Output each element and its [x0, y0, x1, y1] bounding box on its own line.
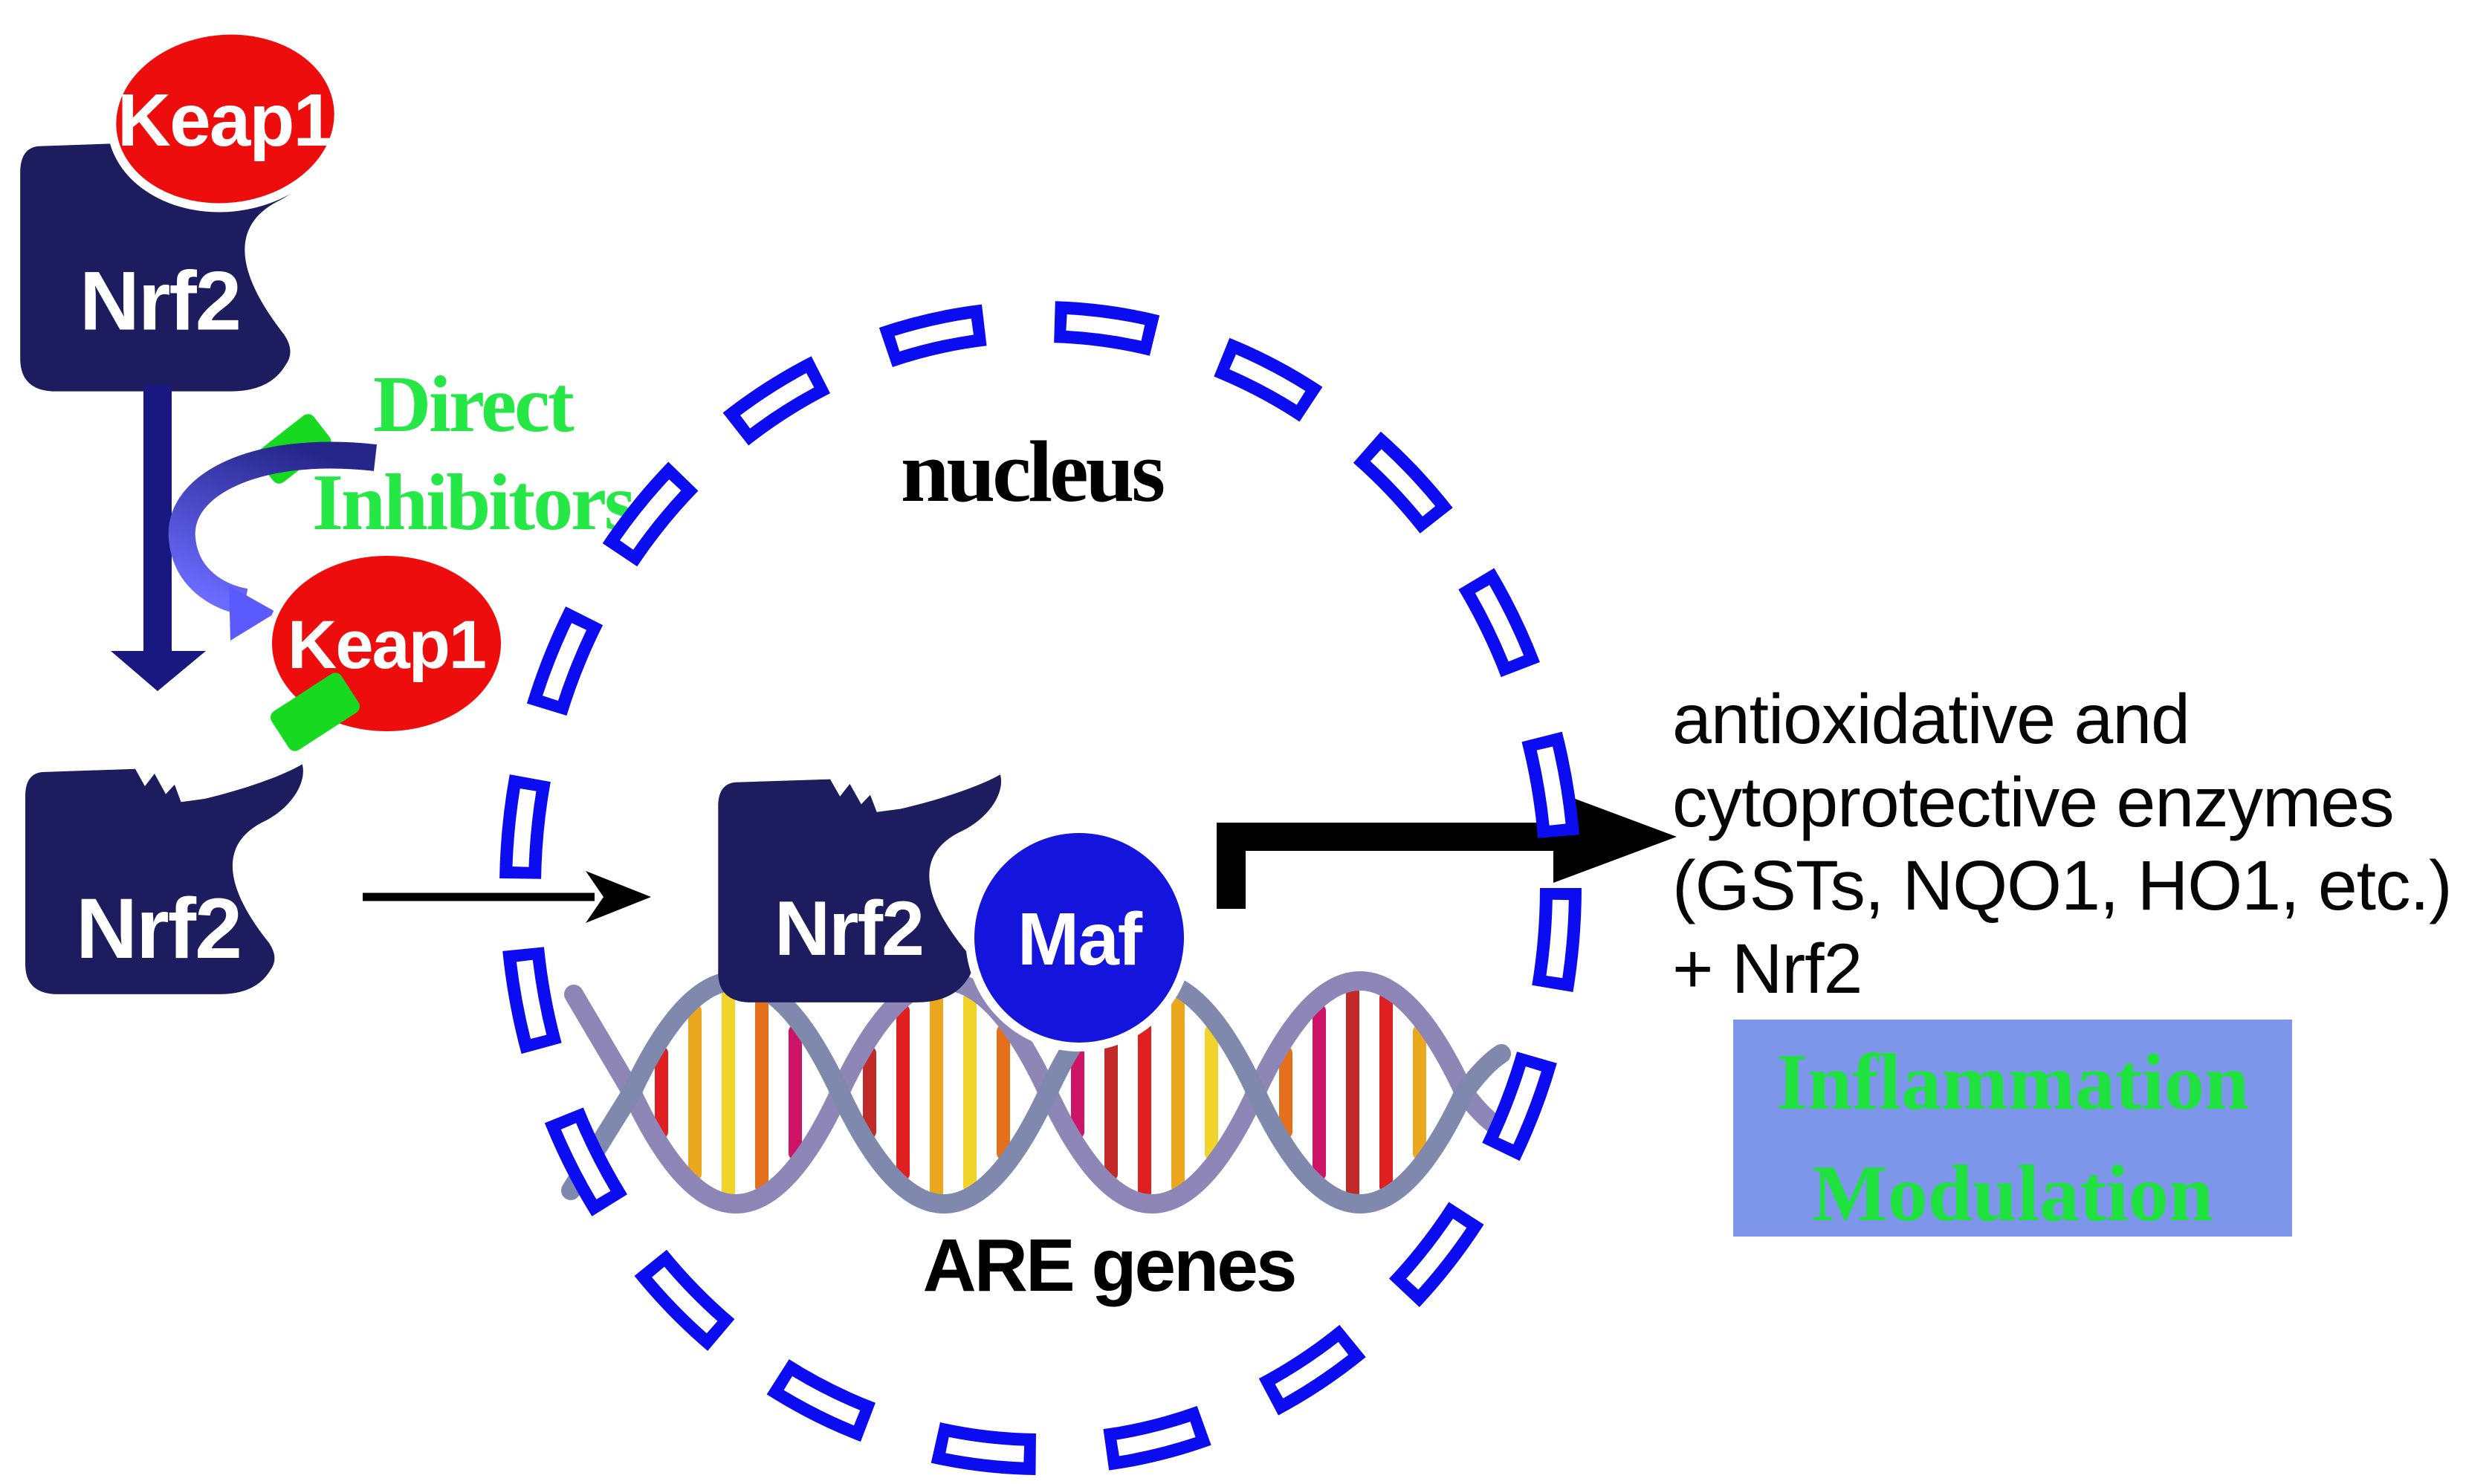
inflammation-box-line1: Inflammation: [1776, 1038, 2249, 1127]
nrf2-nuclear-label: Nrf2: [774, 886, 923, 972]
keap1-bound-label: Keap1: [117, 79, 333, 162]
transcription-arrow: [1217, 791, 1677, 909]
maf-circle: [965, 824, 1193, 1052]
direct-inhibitors-line1: Direct: [373, 360, 575, 449]
output-line2: cytoprotective enzymes: [1672, 763, 2394, 842]
dna-strand-a: [564, 971, 1512, 1214]
inflammation-box-line2: Modulation: [1812, 1150, 2213, 1238]
keap1-nrf2-complex: Nrf2 Keap1: [20, 25, 343, 392]
dna-base-pairs: [655, 984, 1426, 1201]
translocation-arrow: [363, 871, 651, 923]
curved-arrow-head: [229, 586, 276, 641]
inflammation-box: Inflammation Modulation: [1733, 1020, 2292, 1238]
direct-inhibitors-label: Direct Inhibitors: [312, 360, 636, 547]
nrf2-free-label: Nrf2: [76, 881, 241, 976]
inflammation-box-bg: [1733, 1020, 2292, 1237]
output-line3: (GSTs, NQO1, HO1, etc.): [1672, 846, 2452, 925]
nrf2-free-group: Nrf2: [25, 764, 303, 994]
membrane-dash-outer: [499, 301, 1582, 1475]
keap1-free-label: Keap1: [288, 607, 485, 683]
keap1-free-group: Keap1: [266, 550, 507, 751]
output-line4: + Nrf2: [1672, 930, 1862, 1008]
nucleus-label: nucleus: [901, 423, 1164, 520]
inhibitor-block-bound: [270, 673, 360, 751]
direct-inhibitors-line2: Inhibitors: [312, 459, 634, 547]
nrf2-bound-label: Nrf2: [80, 255, 240, 348]
nuclear-membrane: [499, 301, 1582, 1475]
maf-label: Maf: [1017, 898, 1143, 981]
output-line1: antioxidative and: [1672, 680, 2190, 759]
release-arrow-down: [111, 385, 206, 691]
output-text-block: antioxidative and cytoprotective enzymes…: [1672, 680, 2453, 1008]
curved-arrow: [168, 441, 378, 641]
nrf2-maf-complex: Nrf2 Maf: [718, 774, 1193, 1052]
are-genes-label: ARE genes: [923, 1224, 1295, 1307]
keap1-bound-ellipse: [107, 25, 343, 213]
